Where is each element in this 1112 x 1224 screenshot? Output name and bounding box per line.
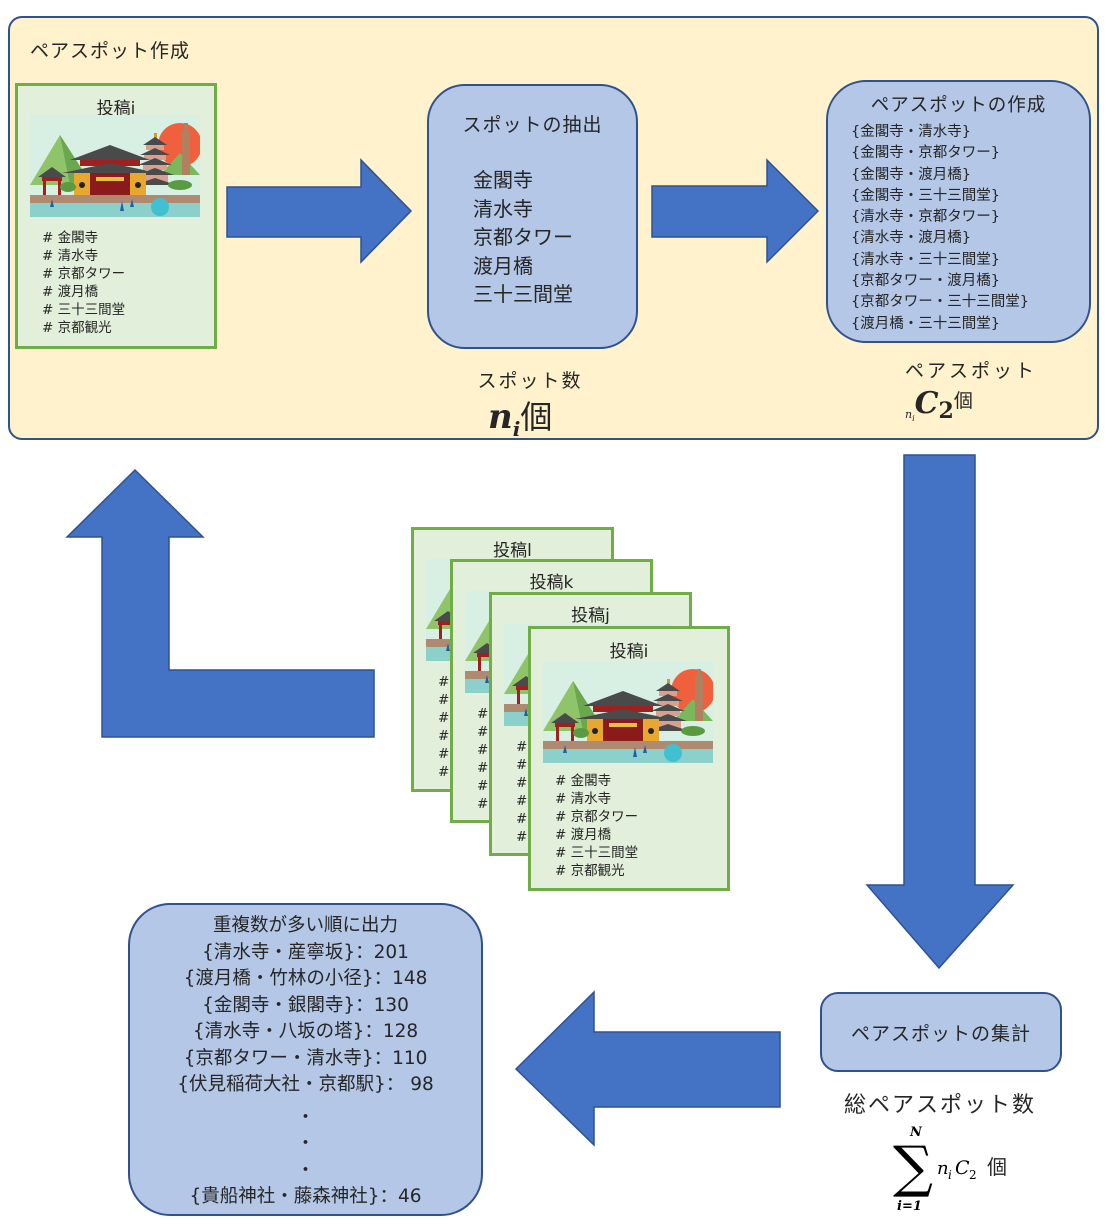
term-n: n — [937, 1158, 949, 1179]
post-tag: # 京都タワー — [555, 809, 639, 825]
formula-pre-sub: ni — [905, 408, 915, 424]
pair-item: {金閣寺・渡月橋} — [851, 166, 971, 183]
post-tag: # 渡月橋 — [42, 284, 99, 300]
term-unit: 個 — [987, 1155, 1007, 1179]
formula-sub: 2 — [938, 398, 954, 424]
post-tag: # 金閣寺 — [555, 773, 612, 789]
arrow-left-icon — [514, 990, 781, 1147]
post-tag: # 三十三間堂 — [555, 845, 639, 861]
pair-item: {金閣寺・清水寺} — [851, 124, 971, 140]
post-tag: # 清水寺 — [555, 791, 612, 807]
output-row-last: {貴船神社・藤森神社}：46 — [189, 1186, 422, 1207]
post-tag: # 京都タワー — [42, 266, 126, 282]
formula-unit: 個 — [953, 390, 973, 412]
pair-item: {京都タワー・渡月橋} — [851, 273, 1000, 290]
term-c: C — [955, 1157, 970, 1179]
spot-item: 金閣寺 — [473, 168, 533, 192]
pair-item: {清水寺・京都タワー} — [851, 209, 1000, 226]
formula-var: C — [914, 386, 939, 421]
post-title: 投稿j — [571, 606, 610, 626]
term-c-sub: 2 — [969, 1168, 977, 1182]
output-row: {清水寺・産寧坂}：201 — [202, 941, 409, 963]
post-title: 投稿k — [529, 573, 574, 593]
total-pair-formula: N ∑ i=1 n i C 2 個 — [893, 1125, 1007, 1214]
term-n-sub: i — [948, 1168, 952, 1182]
post-card-stack-front: 投稿i # 金閣寺 # 清水寺 # 京都タワー # 渡月橋 # 三十三間堂 # … — [528, 626, 730, 891]
output-title: 重複数が多い順に出力 — [212, 915, 398, 936]
pair-count-formula: niC2個 — [905, 386, 973, 424]
pair-item: {金閣寺・三十三間堂} — [851, 187, 1000, 204]
spot-item: 京都タワー — [473, 225, 573, 249]
output-row: {清水寺・八坂の塔}：128 — [192, 1021, 419, 1042]
pair-aggregation-title: ペアスポットの集計 — [850, 1023, 1031, 1045]
pair-creation-box — [826, 80, 1091, 343]
post-tags: ###### — [477, 706, 489, 812]
post-tag: # 京都観光 — [42, 320, 112, 336]
post-tags: # 金閣寺 # 清水寺 # 京都タワー # 渡月橋 # 三十三間堂 # 京都観光 — [42, 229, 125, 337]
arrow-bent-up-icon — [65, 468, 375, 738]
post-title: 投稿i — [609, 642, 649, 662]
ranked-output-box — [128, 903, 483, 1216]
panel-title: ペアスポット作成 — [30, 40, 191, 62]
pair-item: {京都タワー・三十三間堂} — [851, 294, 1029, 311]
post-tag: # 渡月橋 — [555, 827, 612, 843]
arrow-right-icon — [226, 158, 413, 264]
post-tag: # 京都観光 — [555, 863, 625, 879]
pair-item: {渡月橋・三十三間堂} — [851, 315, 1000, 332]
post-tag: # 清水寺 — [42, 248, 99, 264]
sigma-icon: ∑ — [893, 1135, 933, 1200]
post-title: 投稿i — [96, 99, 136, 119]
spot-item: 清水寺 — [473, 196, 533, 221]
spot-count-formula: ni個 — [488, 392, 552, 441]
pair-list: {金閣寺・清水寺} {金閣寺・京都タワー} {金閣寺・渡月橋} {金閣寺・三十三… — [851, 122, 1029, 335]
pair-aggregation-box — [820, 992, 1062, 1072]
spot-item: 渡月橋 — [473, 253, 533, 278]
spot-list: 金閣寺 清水寺 京都タワー 渡月橋 三十三間堂 — [473, 166, 573, 309]
formula-sub: i — [512, 416, 521, 441]
post-tag: # 三十三間堂 — [42, 302, 126, 318]
post-card-main: 投稿i # 金閣寺 # 清水寺 # 京都タワー # 渡月橋 # 三十三間堂 # … — [15, 83, 217, 349]
formula-var: n — [488, 397, 513, 437]
arrow-down-icon — [865, 454, 1015, 970]
post-tags: ###### — [516, 739, 528, 845]
sum-upper: N — [909, 1125, 923, 1140]
sum-lower: i=1 — [897, 1199, 922, 1214]
post-image — [543, 661, 713, 763]
pair-count-label: ペアスポット — [904, 360, 1037, 382]
post-tags: # 金閣寺 # 清水寺 # 京都タワー # 渡月橋 # 三十三間堂 # 京都観光 — [555, 772, 638, 880]
pair-item: {清水寺・渡月橋} — [851, 230, 971, 247]
ranked-output-list: 重複数が多い順に出力 {清水寺・産寧坂}：201 {渡月橋・竹林の小径}：148… — [128, 913, 483, 1211]
pair-item: {金閣寺・京都タワー} — [851, 145, 1000, 162]
spot-extraction-box — [427, 84, 638, 349]
post-tags: ###### — [438, 674, 450, 780]
spot-item: 三十三間堂 — [473, 282, 573, 306]
post-title: 投稿l — [493, 541, 532, 561]
output-ellipsis: ・ ・ ・ — [296, 1106, 315, 1181]
output-row: {金閣寺・銀閣寺}：130 — [202, 994, 409, 1016]
spot-extraction-title: スポットの抽出 — [462, 114, 603, 136]
arrow-right-icon — [651, 158, 820, 264]
output-row: {京都タワー・清水寺}：110 — [183, 1047, 428, 1069]
spot-count-label: スポット数 — [477, 370, 583, 392]
pair-creation-title: ペアスポットの作成 — [870, 95, 1047, 116]
pair-item: {清水寺・三十三間堂} — [851, 251, 1000, 268]
output-row: {渡月橋・竹林の小径}：148 — [183, 968, 428, 989]
post-tag: # 金閣寺 — [42, 230, 99, 246]
formula-unit: 個 — [520, 398, 553, 436]
output-row: {伏見稲荷大社・京都駅}： 98 — [177, 1074, 434, 1095]
total-pair-count-label: 総ペアスポット数 — [843, 1093, 1036, 1118]
